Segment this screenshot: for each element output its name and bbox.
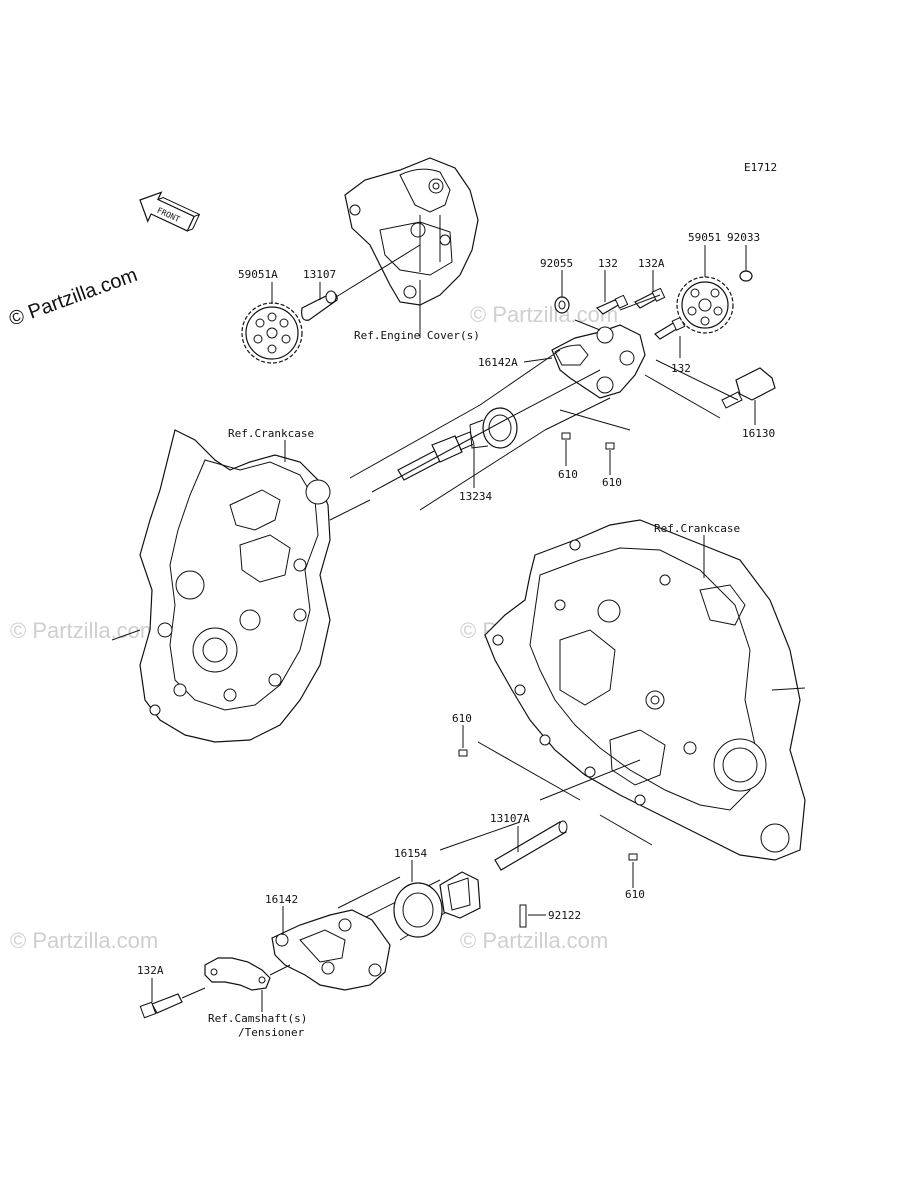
- part-13234-shaft: [397, 431, 475, 481]
- part-92055-washer: [554, 296, 570, 314]
- part-16130-relief-valve: [721, 367, 776, 409]
- part-13107-pin: [301, 290, 338, 321]
- part-59051A-gear: [241, 302, 303, 364]
- label-ref-crankcase-right: Ref.Crankcase: [654, 522, 740, 535]
- label-59051: 59051: [688, 231, 721, 244]
- part-610-dowel: [561, 432, 571, 440]
- label-16142: 16142: [265, 893, 298, 906]
- label-13107: 13107: [303, 268, 336, 281]
- label-610: 610: [625, 888, 645, 901]
- part-132A-bolt-bottom: [139, 993, 183, 1019]
- label-16142A: 16142A: [478, 356, 518, 369]
- assembly-lines-upper: [349, 294, 739, 511]
- part-610-dowel: [628, 853, 638, 861]
- label-92055: 92055: [540, 257, 573, 270]
- label-ref-crankcase-left: Ref.Crankcase: [228, 427, 314, 440]
- label-92033: 92033: [727, 231, 760, 244]
- part-rotor-upper: [469, 407, 518, 449]
- watermark: © Partzilla.com: [10, 928, 158, 953]
- label-ref-camshaft: Ref.Camshaft(s): [208, 1012, 307, 1025]
- watermark: © Partzilla.com: [10, 618, 158, 643]
- label-59051A: 59051A: [238, 268, 278, 281]
- part-13107A-shaft: [494, 820, 568, 871]
- brand-text: © Partzilla.com: [6, 264, 140, 331]
- watermark: © Partzilla.com: [460, 928, 608, 953]
- label-132A: 132A: [638, 257, 665, 270]
- part-16142A-pump-body: [551, 324, 646, 399]
- part-92122-pin: [519, 904, 527, 928]
- part-132-bolt-mid: [654, 316, 686, 340]
- label-132-mid: 132: [671, 362, 691, 375]
- front-arrow-icon: FRONT: [139, 191, 201, 232]
- watermarks: © Partzilla.com © Partzilla.com © Partzi…: [10, 302, 618, 953]
- label-92122: 92122: [548, 909, 581, 922]
- label-16154: 16154: [394, 847, 427, 860]
- watermark: © Partzilla.com: [470, 302, 618, 327]
- label-132: 132: [598, 257, 618, 270]
- camshaft-tensioner-ref: [204, 957, 271, 991]
- crankcase-right-ref: [484, 519, 806, 861]
- label-13107A: 13107A: [490, 812, 530, 825]
- part-132-bolt-top: [595, 294, 629, 315]
- part-132A-bolt-top: [634, 287, 666, 309]
- label-610: 610: [558, 468, 578, 481]
- label-ref-tensioner: /Tensioner: [238, 1026, 305, 1039]
- diagram-id: E1712: [744, 161, 777, 174]
- label-16130: 16130: [742, 427, 775, 440]
- label-610: 610: [602, 476, 622, 489]
- part-610-dowel: [605, 442, 615, 450]
- leader-lines: [151, 245, 756, 1012]
- part-92033-circlip: [739, 270, 753, 282]
- part-labels: 59051A 13107 Ref.Engine Cover(s) 92055 1…: [137, 231, 775, 1039]
- part-16142-pump-cover: [271, 909, 391, 991]
- engine-cover-ref: [344, 157, 479, 306]
- label-610: 610: [452, 712, 472, 725]
- label-13234: 13234: [459, 490, 492, 503]
- crankcase-left-ref: [139, 429, 331, 743]
- part-16154-rotor: [393, 871, 481, 938]
- label-ref-engine-cover: Ref.Engine Cover(s): [354, 329, 480, 342]
- part-610-dowel: [458, 749, 468, 757]
- label-132A-bottom: 132A: [137, 964, 164, 977]
- part-59051-gear: [676, 276, 734, 334]
